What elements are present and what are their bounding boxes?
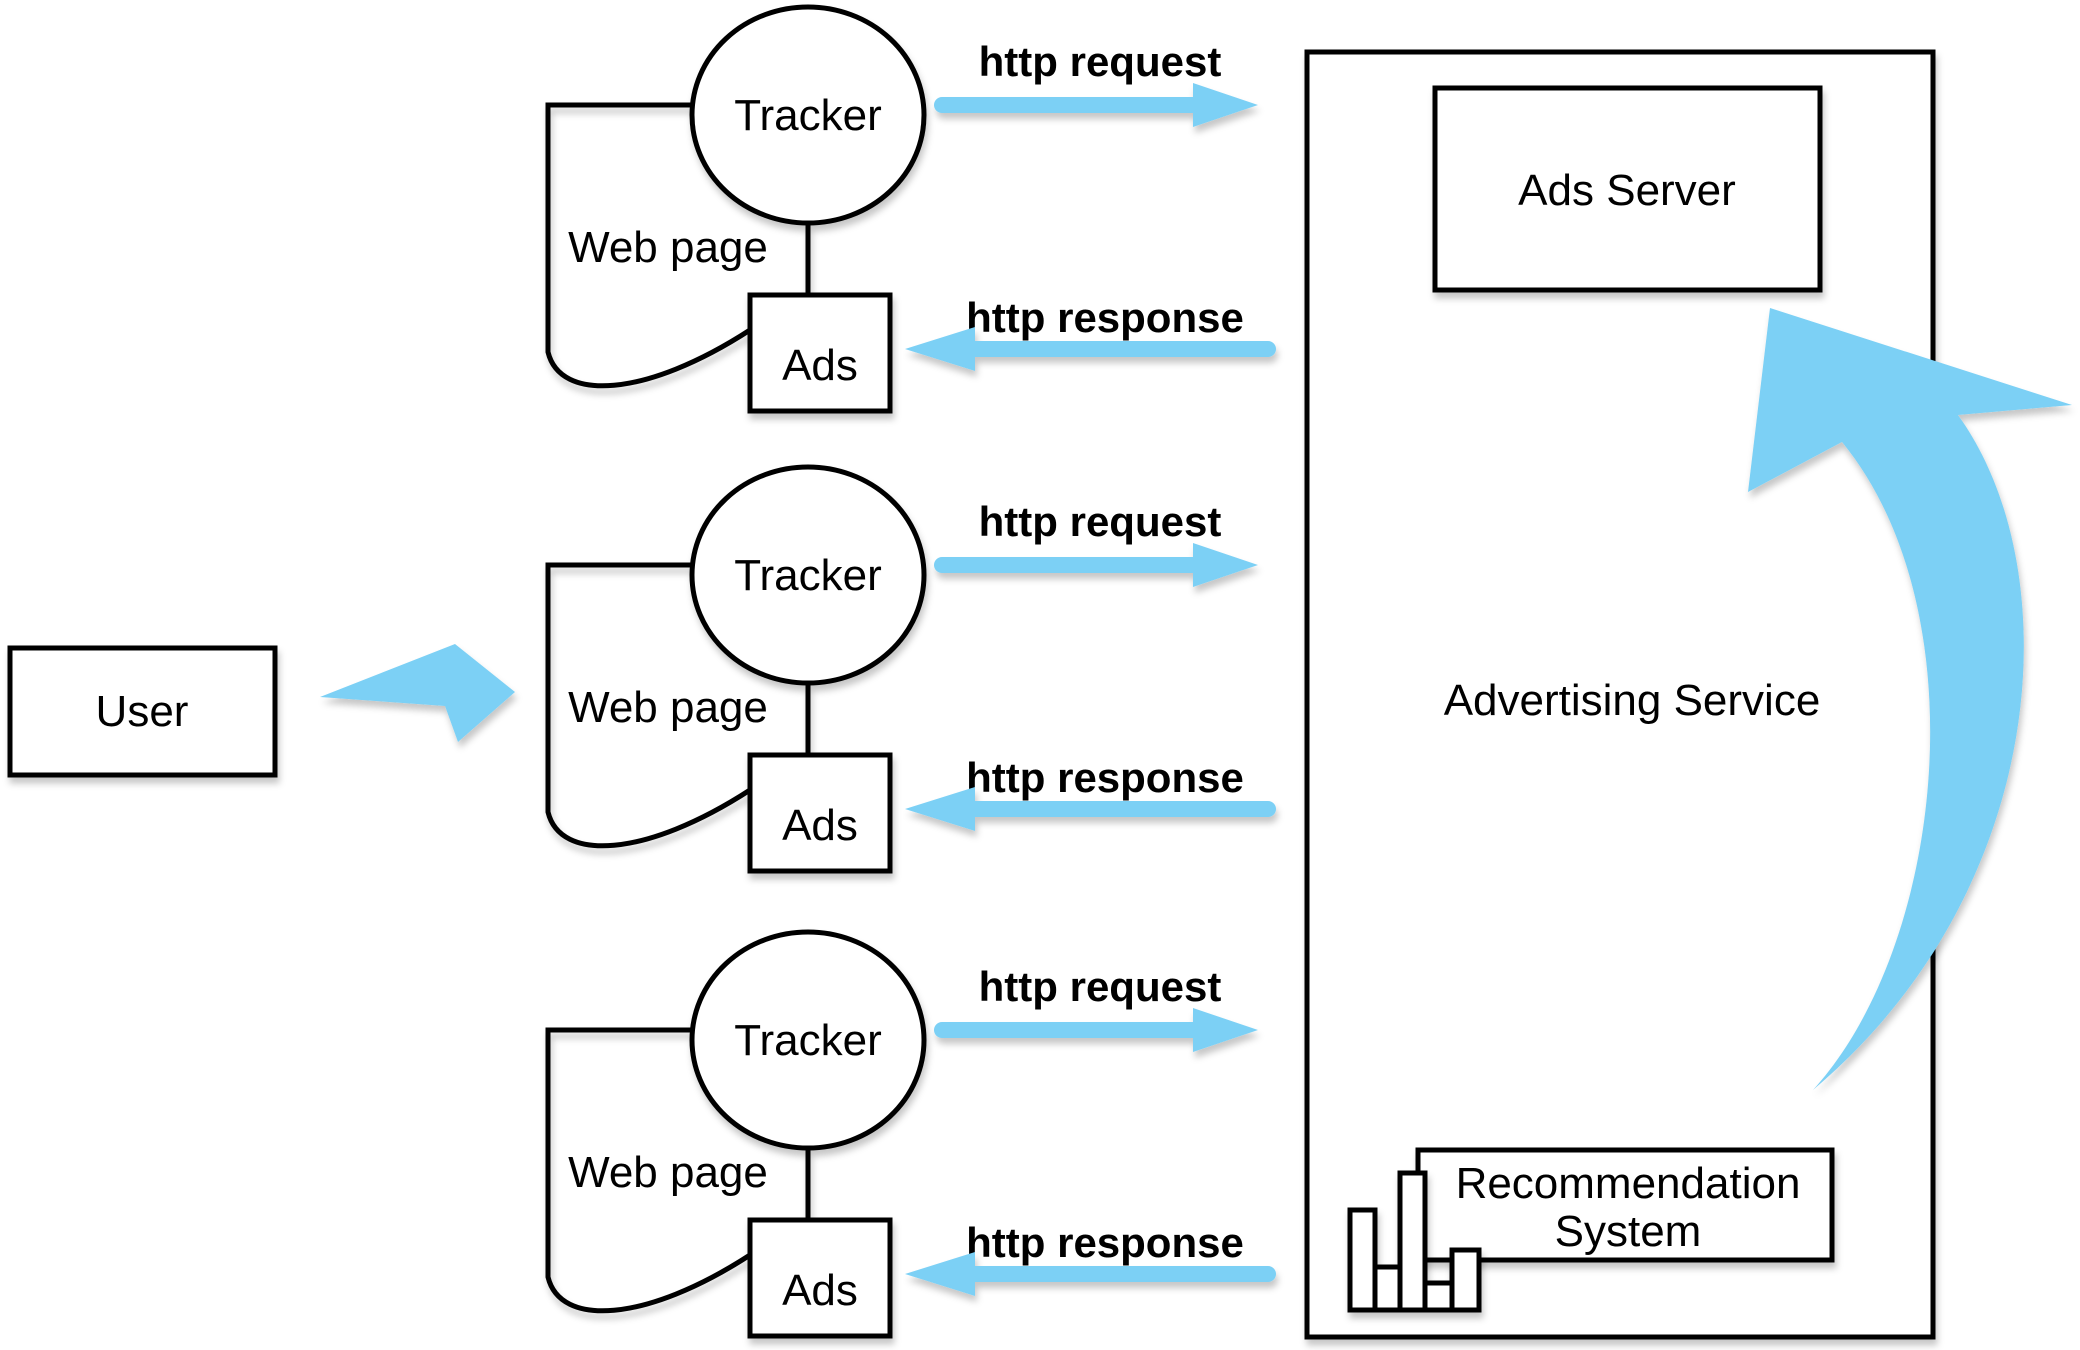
- http-response-label: http response: [966, 754, 1244, 801]
- recommendation-system-label-line1: Recommendation: [1456, 1159, 1801, 1208]
- web-page-group: Tracker Web page Ads http request http r…: [545, 4, 1276, 414]
- user-label: User: [96, 687, 189, 736]
- http-request-label: http request: [979, 38, 1222, 85]
- user-box: [7, 645, 278, 778]
- tracker-label: Tracker: [734, 1016, 882, 1065]
- http-response-arrow-icon: [905, 787, 1276, 831]
- ads-box: [747, 752, 893, 874]
- advertising-service-label: Advertising Service: [1444, 676, 1821, 725]
- http-request-arrow-icon: [934, 1008, 1258, 1052]
- ads-label: Ads: [782, 801, 858, 850]
- bar-chart-icon: [1347, 1170, 1482, 1313]
- ads-label: Ads: [782, 341, 858, 390]
- web-page-label: Web page: [568, 683, 768, 732]
- bar-chart-bar: [1347, 1207, 1378, 1313]
- tracker-label: Tracker: [734, 91, 882, 140]
- bar-chart-bar: [1372, 1264, 1403, 1313]
- web-page-group: Tracker Web page Ads http request http r…: [545, 464, 1276, 874]
- http-request-arrow-icon: [934, 543, 1258, 587]
- ads-box: [747, 292, 893, 414]
- http-response-label: http response: [966, 1219, 1244, 1266]
- http-response-arrow-icon: [905, 1252, 1276, 1296]
- web-page-shape: [545, 1027, 752, 1314]
- web-page-label: Web page: [568, 1148, 768, 1197]
- http-request-label: http request: [979, 963, 1222, 1010]
- http-response-label: http response: [966, 294, 1244, 341]
- bar-chart-bar: [1449, 1247, 1482, 1313]
- recommendation-system-box: [1415, 1147, 1835, 1263]
- tracker-label: Tracker: [734, 551, 882, 600]
- tracker-circle: [689, 4, 927, 226]
- http-request-label: http request: [979, 498, 1222, 545]
- recommendation-system-label-line2: System: [1555, 1207, 1702, 1256]
- tracker-circle: [689, 929, 927, 1151]
- ads-label: Ads: [782, 1266, 858, 1315]
- web-page-shape: [545, 562, 752, 849]
- ads-box: [747, 1217, 893, 1339]
- web-page-shape: [545, 102, 752, 389]
- web-page-label: Web page: [568, 223, 768, 272]
- bar-chart-bar: [1422, 1280, 1455, 1313]
- tracker-circle: [689, 464, 927, 686]
- http-request-arrow-icon: [934, 83, 1258, 127]
- bar-chart-bar: [1397, 1170, 1428, 1313]
- ads-server-box: [1432, 85, 1823, 293]
- web-page-group: Tracker Web page Ads http request http r…: [545, 929, 1276, 1339]
- right-swoosh-arrow-icon: [320, 644, 515, 742]
- ads-server-label: Ads Server: [1518, 166, 1736, 215]
- curved-up-arrow-icon: [1748, 308, 2072, 1090]
- http-response-arrow-icon: [905, 327, 1276, 371]
